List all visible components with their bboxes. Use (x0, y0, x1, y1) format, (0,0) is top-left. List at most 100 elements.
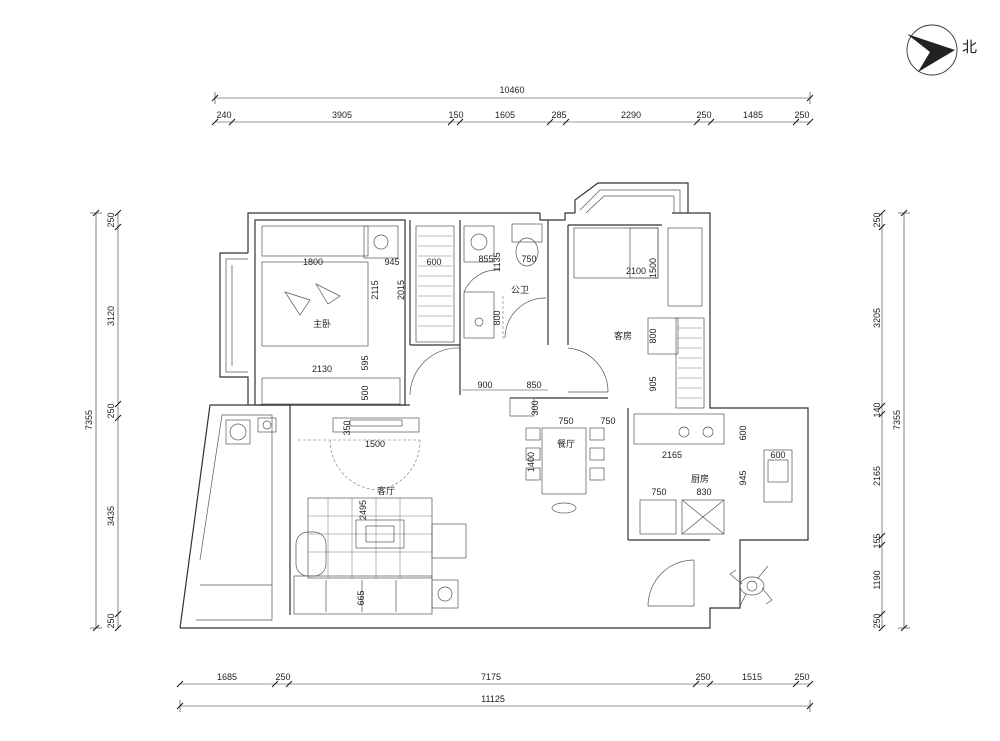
tv-dim-1500: 1500 (365, 439, 385, 449)
dining-room: 餐厅 750 750 1400 (525, 416, 616, 514)
hall-dim-300: 300 (530, 400, 540, 415)
right-dim-3: 140 (872, 402, 882, 417)
mb-dim-2015: 2015 (396, 280, 406, 300)
dining-dim-750b: 750 (600, 416, 615, 426)
bottom-total-dim: 11125 (481, 694, 505, 704)
kitchen-cabinet (681, 499, 725, 535)
right-dim-5: 155 (872, 533, 882, 548)
top-dim-5: 285 (551, 110, 566, 120)
top-dim-1: 240 (216, 110, 231, 120)
dining-label: 餐厅 (557, 438, 575, 450)
left-dim-2: 3120 (106, 306, 116, 326)
living-dim-2495: 2495 (358, 500, 368, 520)
top-dim-7: 250 (696, 110, 711, 120)
bath-dim-800: 800 (492, 310, 502, 325)
stove-burner-icon (678, 426, 690, 438)
mb-dim-945: 945 (384, 257, 399, 267)
sink (463, 225, 495, 263)
bottom-dim-5: 1515 (742, 672, 762, 682)
person-icon (729, 565, 773, 607)
armchair (431, 523, 467, 559)
dining-dim-1400: 1400 (526, 452, 536, 472)
tv-dim-350: 350 (342, 420, 352, 435)
guest-dim-800: 800 (648, 328, 658, 343)
mb-dim-2130: 2130 (312, 364, 332, 374)
mb-dim-1800: 1800 (303, 257, 323, 267)
plant-pot (225, 419, 251, 445)
public-bath-label: 公卫 (511, 285, 529, 296)
right-dim-1: 250 (872, 212, 882, 227)
kitchen-dim-600b: 600 (770, 450, 785, 460)
top-dim-2: 3905 (332, 110, 352, 120)
top-dim-8: 1485 (743, 110, 763, 120)
guest-desk (647, 317, 679, 355)
lamp-icon (373, 234, 389, 250)
guest-dim-905: 905 (648, 376, 658, 391)
desk (261, 377, 401, 405)
tv-cabinet (332, 417, 420, 433)
bottom-dimensions: 1685 250 7175 250 1515 250 11125 (176, 672, 814, 712)
left-dim-1: 250 (106, 212, 116, 227)
bottom-dim-2: 250 (275, 672, 290, 682)
mb-dim-600: 600 (426, 257, 441, 267)
master-bedroom: 主卧 1800 945 600 2115 2015 2130 595 500 (261, 225, 461, 405)
bath-dim-855: 855 (478, 254, 493, 264)
mb-dim-2115: 2115 (370, 280, 380, 299)
kitchen-sink (763, 449, 793, 503)
wardrobe (415, 225, 455, 343)
right-dimensions: 250 3205 140 2165 155 1190 250 7355 (872, 209, 910, 632)
bath-dim-1135: 1135 (492, 252, 502, 271)
bed-linen-icon (284, 283, 341, 316)
kitchen-label: 厨房 (691, 473, 709, 485)
master-door-swing (409, 347, 461, 396)
entry-door-swing (647, 559, 695, 607)
coffee-table (355, 519, 405, 549)
guest-bay-seat (667, 227, 703, 307)
mb-dim-595: 595 (360, 355, 370, 370)
top-dimensions: 10460 240 3905 150 1605 285 2290 250 148… (211, 85, 814, 126)
toilet-bowl (515, 237, 539, 267)
right-dim-2: 3205 (872, 308, 882, 328)
hall-dim-900: 900 (477, 380, 492, 390)
left-dimensions: 7355 250 3120 250 3435 250 (84, 209, 122, 632)
mb-dim-500: 500 (360, 385, 370, 400)
right-dim-7: 250 (872, 613, 882, 628)
kitchen-counter (633, 413, 725, 445)
living-label: 客厅 (377, 485, 395, 497)
rug (307, 497, 433, 579)
interior-walls (254, 219, 710, 615)
side-table (431, 579, 459, 609)
master-bed (261, 261, 369, 347)
toilet-tank (511, 223, 543, 243)
bottom-dim-1: 1685 (217, 672, 237, 682)
living-dim-665: 665 (356, 590, 366, 605)
bath-dim-750: 750 (521, 254, 536, 264)
fridge (639, 499, 677, 535)
headboard (261, 225, 369, 257)
top-dim-9: 250 (794, 110, 809, 120)
shower-door-swing (463, 269, 501, 293)
dining-table (541, 427, 587, 495)
left-dim-5: 250 (106, 613, 116, 628)
bottom-dim-4: 250 (695, 672, 710, 682)
nightstand (363, 225, 399, 259)
right-dim-6: 1190 (872, 570, 882, 589)
top-dim-6: 2290 (621, 110, 641, 120)
kitchen-dim-750: 750 (651, 487, 666, 497)
public-bathroom: 公卫 855 750 1135 800 (463, 223, 547, 340)
shower-tray (463, 291, 495, 339)
side-lamp-icon (437, 586, 453, 602)
right-total-dim: 7355 (892, 410, 902, 430)
bottom-dim-6: 250 (794, 672, 809, 682)
north-arrow-icon (906, 24, 958, 76)
guest-room: 客房 2100 1500 800 905 (573, 227, 705, 409)
kitchen-dim-945: 945 (738, 470, 748, 485)
north-label: 北 (962, 38, 977, 56)
left-dim-4: 3435 (106, 506, 116, 526)
dining-chair (525, 427, 541, 441)
guest-wardrobe (675, 317, 705, 409)
hall-dim-850: 850 (526, 380, 541, 390)
left-dim-3: 250 (106, 403, 116, 418)
kitchen: 厨房 2165 600 600 945 750 830 (633, 413, 793, 535)
top-total-dim: 10460 (499, 85, 524, 95)
